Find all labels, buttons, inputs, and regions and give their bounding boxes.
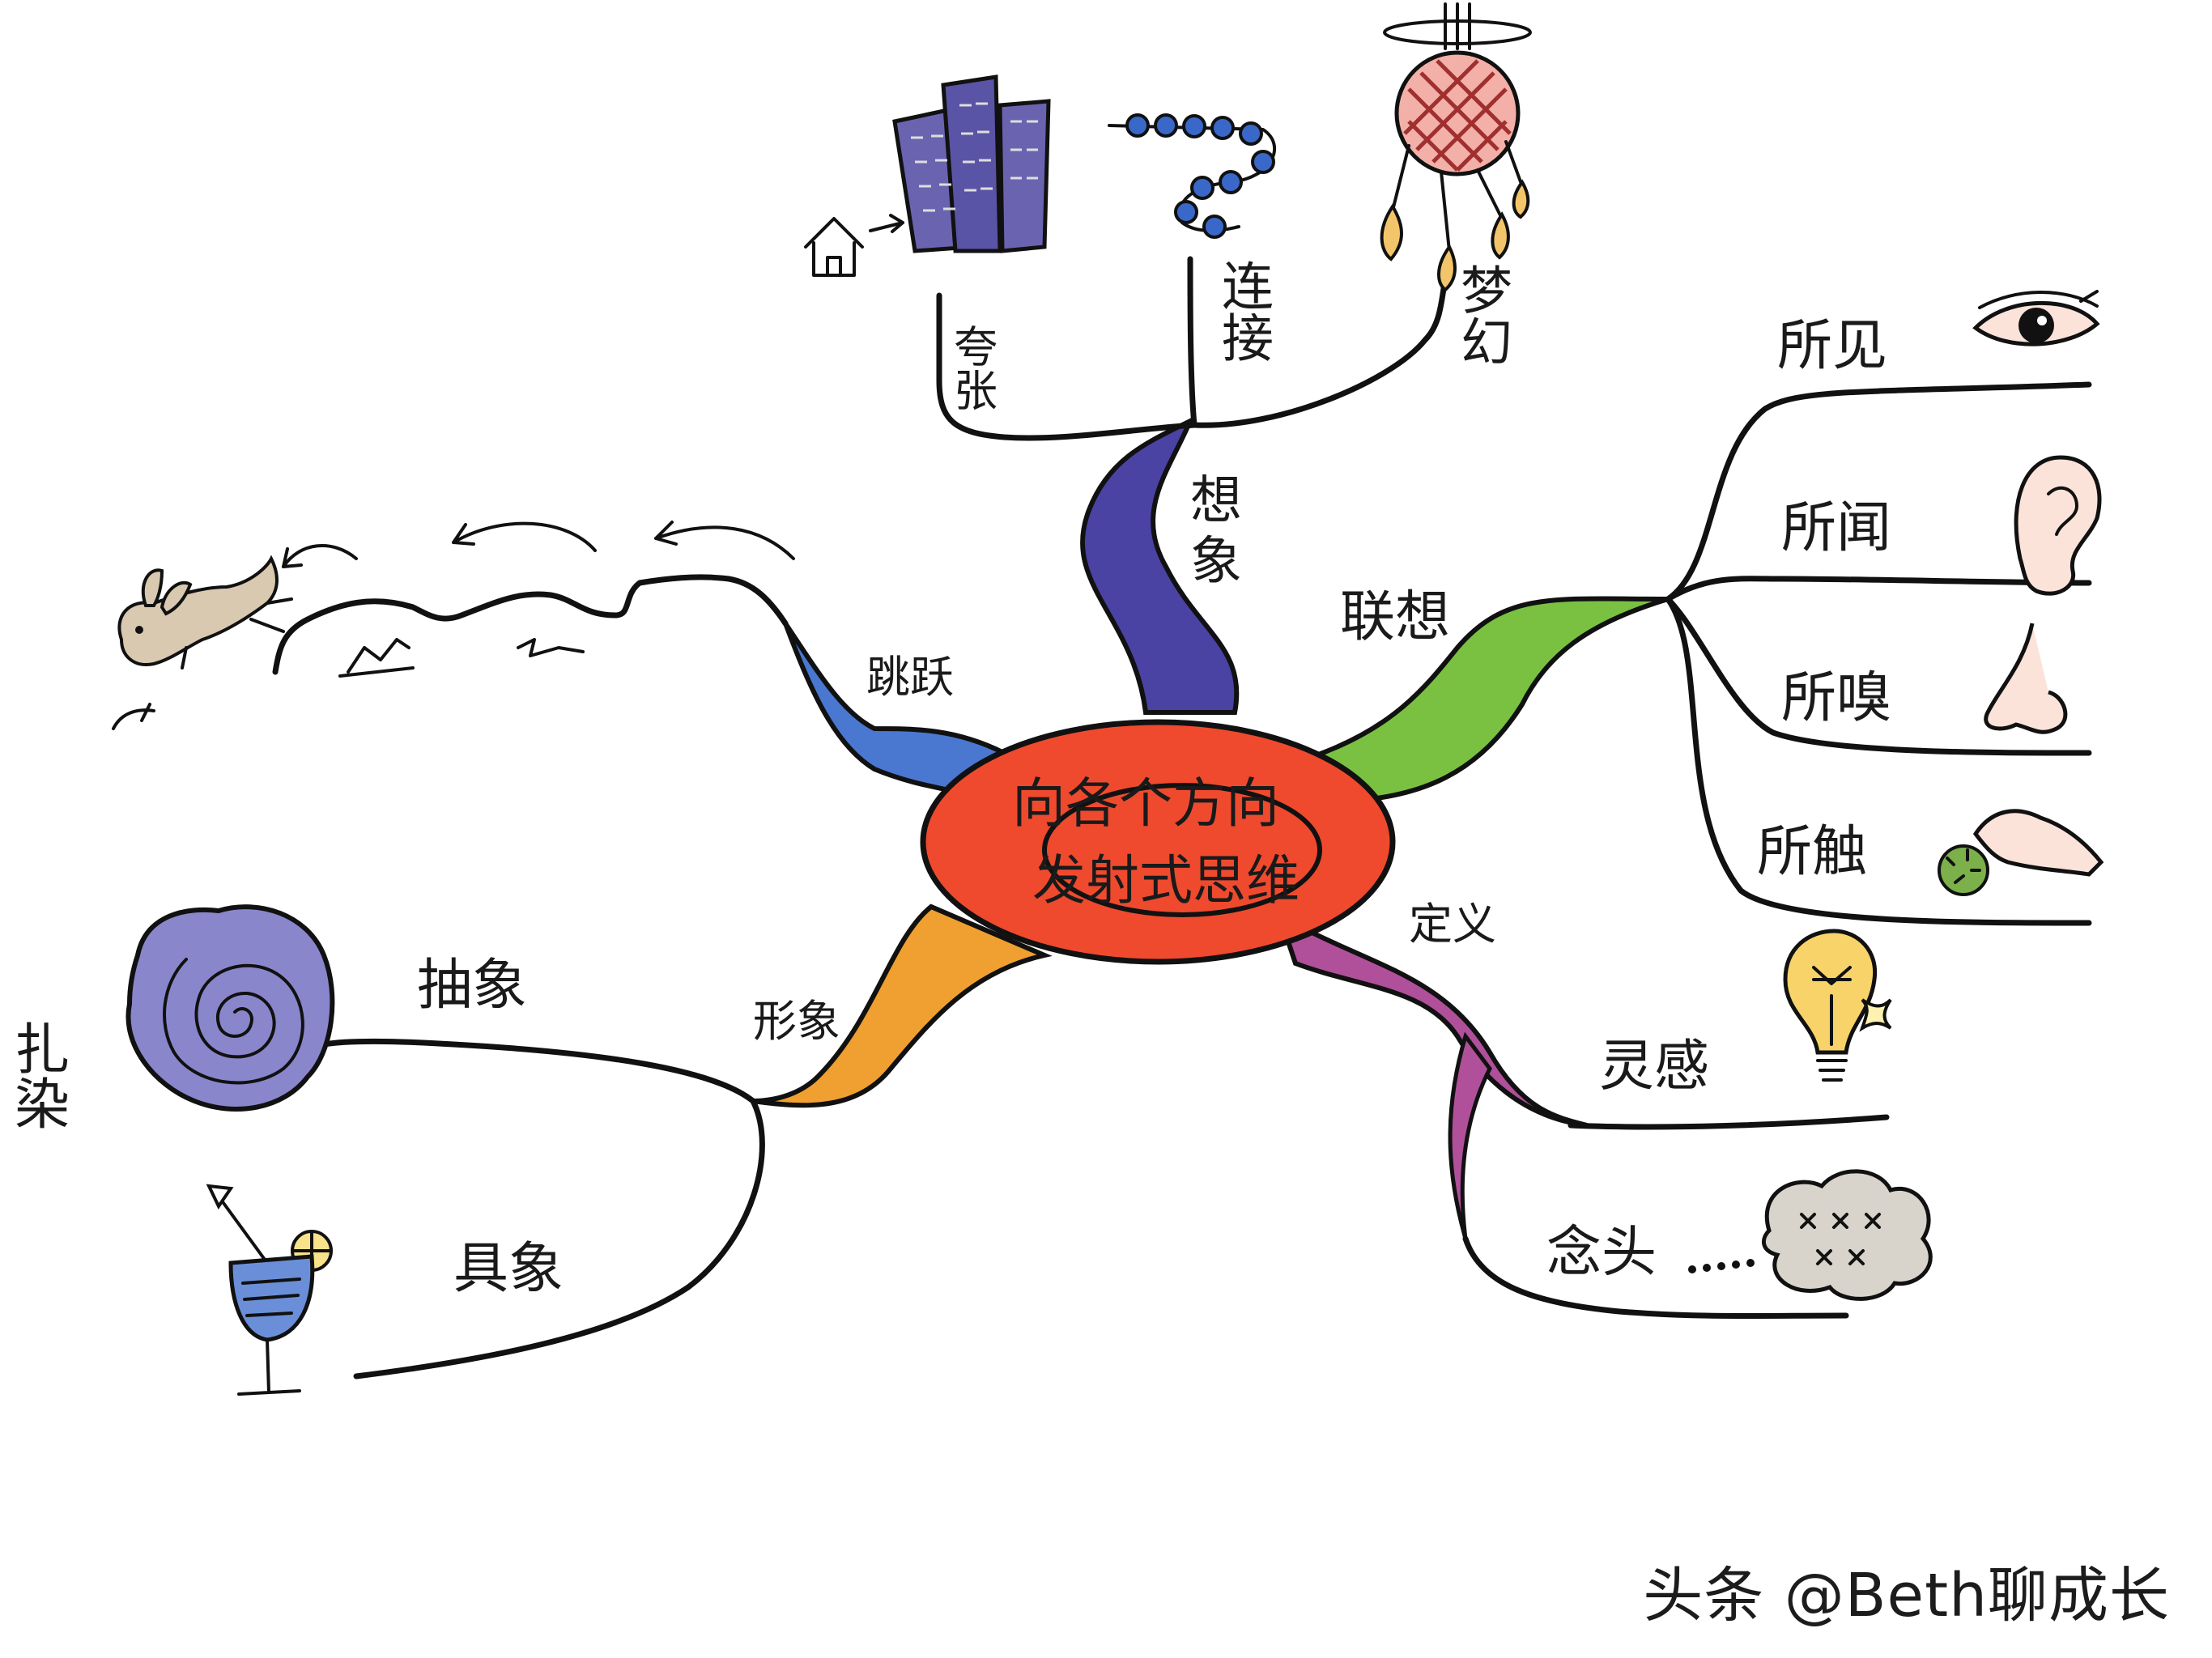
imagine-char-1: 想 [1190,471,1242,531]
imagine-split-line [936,292,1197,441]
associate-tree-lines [1665,381,2092,926]
watermark-text: 头条 @Beth聊成长 [1643,1561,2170,1630]
child-connect: 连接 [1213,259,1273,363]
branch-define-subribbon [1448,1031,1492,1239]
child-idea: 念头 [1546,1221,1657,1285]
define-lines [1462,1114,1890,1320]
child-touched: 所触 [1757,820,1867,884]
nose-icon [1984,623,2068,734]
child-abstract: 抽象 [417,954,527,1018]
branch-define-label: 定义 [1409,899,1496,950]
thought-cloud-icon [1688,1169,1933,1301]
child-concrete: 具象 [453,1237,564,1301]
associate-children: 所见 所闻 所嗅 所触 [1757,314,1891,884]
child-heard: 所闻 [1781,496,1891,560]
child-exaggerate: 夸张 [946,324,998,411]
buildings-icon [892,74,1051,253]
house-icon [804,214,904,277]
branch-form-label: 形象 [753,996,840,1047]
rose-icon [125,904,335,1112]
imagine-children: 夸张 连接 梦幻 [946,259,1512,411]
branch-jump-label: 跳跃 [866,652,954,703]
lightbulb-icon [1783,929,1878,1082]
bead-chain-icon [1108,113,1277,239]
branch-form-ribbon [752,903,1053,1108]
child-dream: 梦幻 [1452,263,1512,367]
child-inspiration: 灵感 [1599,1035,1709,1099]
imagine-mid-line [1187,256,1197,428]
form-children: 抽象 具象 扎染 [5,954,564,1301]
cocktail-icon [206,1184,333,1396]
eye-icon [1972,290,2100,346]
imagine-right-line [1191,276,1448,428]
center-node: 向各个方向 发射式思维 [920,719,1396,965]
center-title-line1: 向各个方向 [1012,772,1279,835]
imagine-char-2: 象 [1190,532,1242,592]
child-tie-dye: 扎染 [5,1020,69,1130]
branch-imagine-label: 想 象 [1190,471,1258,592]
child-seen: 所见 [1777,314,1887,378]
jump-arcs [112,521,795,730]
ear-icon [2014,455,2102,596]
rabbit-icon [117,555,293,670]
form-lines [321,1038,765,1380]
center-title-line2: 发射式思维 [1032,849,1300,912]
define-children: 灵感 念头 [1546,1035,1709,1285]
hand-touch-icon [1938,809,2104,896]
branch-associate-label: 联想 [1340,585,1450,649]
branch-imagine-ribbon [1079,415,1240,715]
child-smelled: 所嗅 [1781,666,1891,730]
sparkle-icon [1859,998,1892,1032]
jump-lines [272,574,789,675]
dreamcatcher-icon [1380,2,1532,292]
